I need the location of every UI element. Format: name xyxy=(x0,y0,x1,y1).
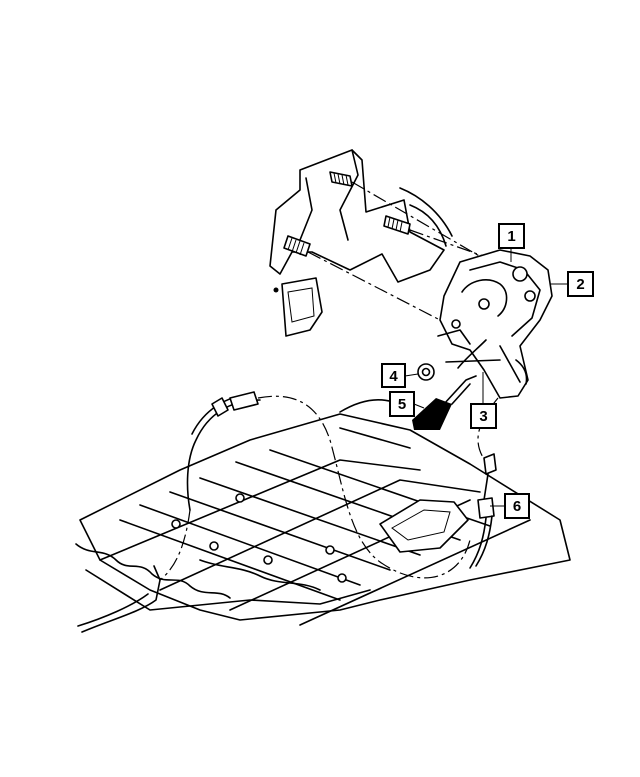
floor-pan xyxy=(75,399,571,626)
parking-brake-pedal-assembly xyxy=(437,249,553,399)
callout-leaders xyxy=(404,248,568,507)
stud-upper xyxy=(329,171,353,187)
firewall-panel xyxy=(269,149,453,337)
callout-2: 2 xyxy=(567,271,594,297)
callout-5-label: 5 xyxy=(398,396,406,413)
callout-3-label: 3 xyxy=(479,408,487,425)
callout-6: 6 xyxy=(504,493,530,519)
callout-2-label: 2 xyxy=(576,276,584,293)
stud-lower xyxy=(283,235,311,257)
callout-6-label: 6 xyxy=(513,498,521,515)
part-5-pedal-pad xyxy=(412,375,477,430)
callout-4: 4 xyxy=(381,363,406,388)
callout-4-label: 4 xyxy=(389,368,398,385)
callout-1: 1 xyxy=(498,223,525,249)
callout-3: 3 xyxy=(470,403,497,429)
callout-5: 5 xyxy=(389,391,415,417)
part-4-nut xyxy=(417,363,435,381)
callout-1-label: 1 xyxy=(507,228,515,245)
brake-cables xyxy=(77,391,499,633)
stud-middle xyxy=(383,215,411,235)
